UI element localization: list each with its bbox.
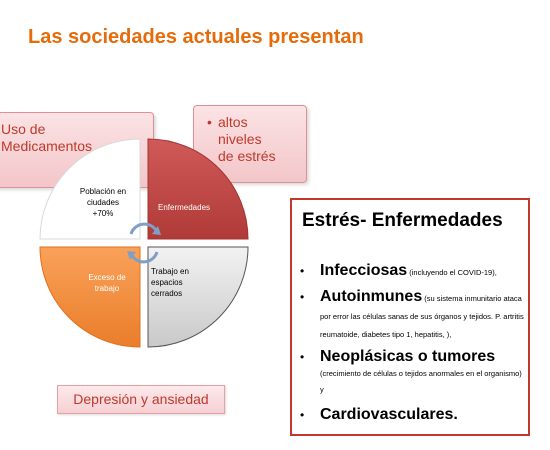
bullet-icon: • xyxy=(300,408,305,422)
trabajo-line1: Trabajo en xyxy=(151,267,189,276)
bullet-icon: • xyxy=(300,264,305,278)
poblacion-line1: Población en xyxy=(79,187,127,196)
exceso-line2: trabajo xyxy=(94,284,120,293)
arrow-head-icon xyxy=(127,251,136,260)
segment-trabajo-cerrado xyxy=(147,246,249,348)
segment-exceso-trabajo xyxy=(39,246,141,348)
trabajo-line2: espacios xyxy=(151,278,183,287)
poblacion-line3: +70% xyxy=(92,209,114,218)
enfermedades-title: Estrés- Enfermedades xyxy=(302,210,503,231)
trabajo-line3: cerrados xyxy=(151,289,183,298)
segment-poblacion-label: Población en ciudades +70% xyxy=(71,186,135,219)
estres-line3: de estrés xyxy=(218,148,276,164)
segment-enfermedades xyxy=(147,138,249,240)
estres-line2: niveles xyxy=(218,131,262,147)
arrow-head-icon xyxy=(152,226,161,235)
exceso-line1: Exceso de xyxy=(88,273,126,282)
list-item: • Autoinmunes (su sistema inmunitario at… xyxy=(300,288,524,342)
item-main: Autoinmunes xyxy=(320,288,423,305)
list-item: • Infecciosas (incluyendo el COVID-19), xyxy=(300,262,524,280)
estres-box: • altos niveles de estrés xyxy=(193,105,307,183)
estres-line1: altos xyxy=(218,114,248,130)
medicamentos-line1: Uso de xyxy=(1,121,46,137)
item-note: (crecimiento de células o tejidos anorma… xyxy=(320,369,522,394)
item-main: Infecciosas xyxy=(320,262,408,279)
segment-exceso-label: Exceso de trabajo xyxy=(77,272,137,294)
depresion-box: Depresión y ansiedad xyxy=(57,385,225,414)
bullet-icon: • xyxy=(300,350,305,364)
item-main: Neoplásicas o tumores xyxy=(320,348,496,365)
segment-enfermedades-label: Enfermedades xyxy=(157,203,211,212)
item-main: Cardiovasculares xyxy=(320,406,454,423)
bullet-icon: • xyxy=(207,114,212,130)
estres-bullet-item: • altos niveles de estrés xyxy=(207,114,276,165)
segment-trabajo-label: Trabajo en espacios cerrados xyxy=(151,266,221,299)
item-period: . xyxy=(453,406,458,423)
list-item: • Neoplásicas o tumores (crecimiento de … xyxy=(300,348,524,398)
cycle-diagram-graphic xyxy=(39,138,249,348)
enfermedades-box: Estrés- Enfermedades • Infecciosas (incl… xyxy=(290,198,530,436)
cycle-diagram: Población en ciudades +70% Enfermedades … xyxy=(37,136,251,350)
slide-title: Las sociedades actuales presentan xyxy=(28,26,364,48)
poblacion-line2: ciudades xyxy=(86,198,120,207)
cycle-arrows-icon xyxy=(129,222,159,264)
segment-poblacion xyxy=(39,138,141,240)
bullet-icon: • xyxy=(300,290,305,304)
medicamentos-line2: Medicamentos xyxy=(1,138,93,154)
item-note: (su sistema inmunitario ataca por error … xyxy=(320,294,524,339)
list-item: • Cardiovasculares. xyxy=(300,406,524,424)
item-note: (incluyendo el COVID-19), xyxy=(407,268,497,277)
